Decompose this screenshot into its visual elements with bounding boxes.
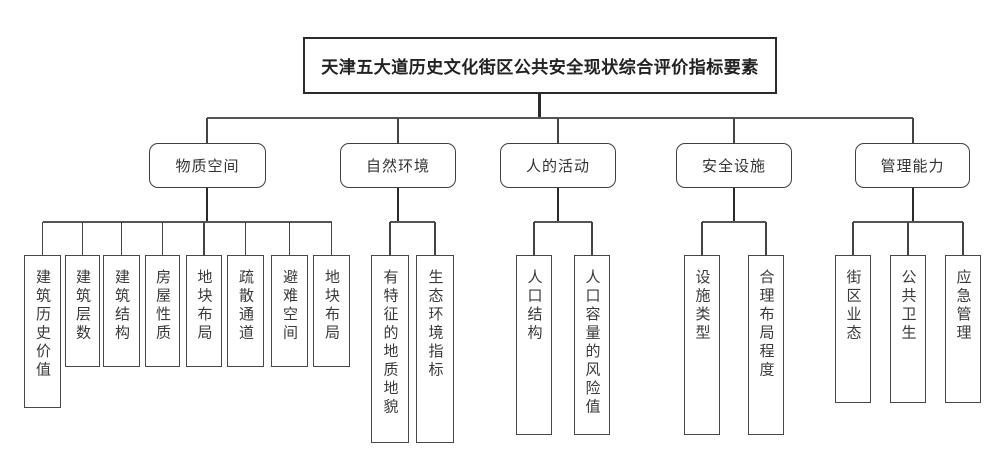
connector-leaf-drop: [907, 222, 909, 255]
connector-group-bus: [534, 221, 592, 223]
leaf-box: 避难空间: [271, 255, 308, 367]
group-box: 自然环境: [340, 143, 456, 188]
connector-drop: [397, 118, 399, 143]
leaf-box: 公共卫生: [890, 255, 926, 403]
leaf-box: 合理布局程度: [748, 255, 784, 435]
group-box: 管理能力: [855, 143, 970, 188]
connector-leaf-drop: [533, 222, 535, 255]
connector-drop: [206, 118, 208, 143]
leaf-box: 有特征的地质地貌: [371, 255, 409, 443]
leaf-box: 设施类型: [684, 255, 720, 435]
leaf-box: 街区业态: [835, 255, 871, 403]
connector-leaf-drop: [434, 222, 436, 255]
group-box: 安全设施: [676, 143, 792, 188]
group-box: 人的活动: [500, 143, 616, 188]
connector-group-drop: [911, 188, 915, 221]
connector-group-drop: [732, 188, 736, 221]
connector-group-drop: [396, 188, 400, 221]
leaf-box: 建筑层数: [65, 255, 100, 367]
leaf-box: 生态环境指标: [416, 255, 454, 443]
connector-group-bus: [42, 221, 332, 223]
connector-group-bus: [702, 221, 766, 223]
group-box: 物质空间: [149, 143, 266, 188]
connector-title-drop: [537, 94, 541, 118]
diagram-title: 天津五大道历史文化街区公共安全现状综合评价指标要素: [303, 37, 777, 94]
connector-leaf-drop: [203, 222, 205, 255]
connector-group-bus: [390, 221, 435, 223]
leaf-box: 疏散通道: [227, 255, 264, 367]
connector-group-drop: [205, 188, 209, 221]
connector-drop: [557, 118, 559, 143]
connector-leaf-drop: [81, 222, 84, 255]
connector-leaf-drop: [852, 222, 854, 255]
connector-group-bus: [853, 221, 963, 223]
connector-drop: [733, 118, 735, 143]
leaf-box: 应急管理: [945, 255, 981, 403]
connector-leaf-drop: [591, 222, 593, 255]
leaf-box: 建筑结构: [103, 255, 140, 367]
connector-leaf-drop: [288, 222, 291, 255]
leaf-box: 地块布局: [186, 255, 222, 367]
connector-drop: [912, 118, 914, 143]
connector-leaf-drop: [330, 222, 333, 255]
connector-leaf-drop: [41, 222, 44, 255]
connector-leaf-drop: [120, 222, 123, 255]
connector-group-drop: [556, 188, 560, 221]
leaf-box: 建筑历史价值: [24, 255, 61, 408]
connector-leaf-drop: [389, 222, 391, 255]
leaf-box: 地块布局: [313, 255, 350, 367]
leaf-box: 人口容量的风险值: [574, 255, 610, 435]
leaf-box: 房屋性质: [145, 255, 180, 367]
connector-leaf-drop: [161, 222, 164, 255]
connector-leaf-drop: [962, 222, 964, 255]
connector-leaf-drop: [765, 222, 767, 255]
connector-leaf-drop: [701, 222, 703, 255]
connector-leaf-drop: [244, 222, 247, 255]
connector-main-bus: [207, 117, 913, 119]
leaf-box: 人口结构: [516, 255, 552, 435]
